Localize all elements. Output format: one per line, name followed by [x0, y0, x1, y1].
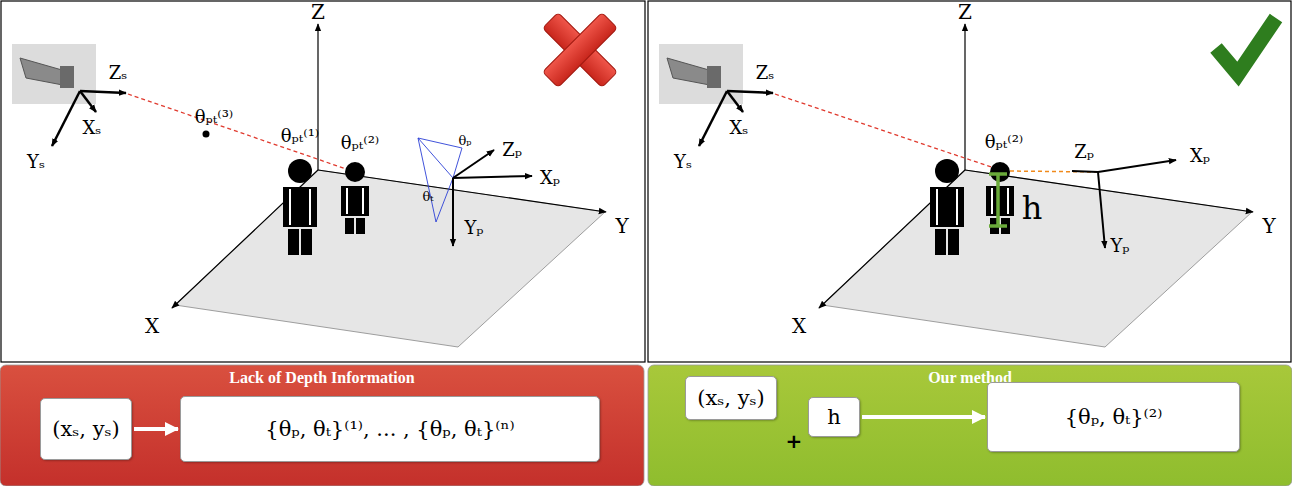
figure-label: θₚₜ⁽¹⁾: [281, 127, 320, 145]
figure-label: θₚₜ⁽²⁾: [341, 134, 380, 152]
band-ground: [0, 365, 644, 486]
flow-arrow: [862, 415, 985, 419]
figure-label: Xₚ: [540, 169, 560, 187]
figure-label: Yₛ: [27, 153, 45, 171]
method-band: Lack of Depth Information (xₛ, yₛ) {θₚ, θₜ…: [0, 365, 644, 486]
value-box: (xₛ, yₛ): [40, 398, 132, 460]
band-title: Lack of Depth Information: [0, 369, 644, 387]
panel-frame: [1, 1, 645, 362]
left-scene: [12, 13, 617, 347]
right-scene: [659, 18, 1276, 347]
figure-label: Zₚ: [502, 141, 522, 159]
figure-label: θₚ: [458, 134, 471, 147]
figure-label: h: [1022, 192, 1043, 224]
method-band: Our method(xₛ, yₛ)h{θₚ, θₜ}⁽²⁾: [648, 365, 1292, 486]
figure-label: Zₚ: [1074, 143, 1094, 161]
figure-label: Z: [311, 2, 325, 22]
plus-sign: +: [786, 431, 803, 451]
box-text: {θₚ, θₜ}⁽²⁾: [1065, 405, 1163, 429]
panel-frame: [648, 1, 1291, 362]
figure-label: θₚₜ⁽²⁾: [985, 133, 1024, 151]
flow-arrow: [134, 427, 178, 431]
band-grounds: [0, 365, 1292, 486]
value-box: (xₛ, yₛ): [685, 376, 777, 420]
figure-label: θₚₜ⁽³⁾: [195, 108, 234, 126]
figure-label: X: [792, 316, 806, 336]
band-ground: [648, 365, 1292, 486]
figure-label: Yₛ: [674, 153, 692, 171]
figure-label: Xₚ: [1190, 147, 1210, 165]
figure-label: Y: [615, 216, 628, 236]
box-text: {θₚ, θₜ}⁽¹⁾, ... , {θₚ, θₜ}⁽ⁿ⁾: [265, 417, 514, 441]
box-text: (xₛ, yₛ): [52, 417, 120, 441]
figure-label: Yₚ: [1110, 237, 1129, 255]
figure-label: θₜ: [422, 190, 433, 203]
value-box: h: [808, 397, 860, 437]
value-box: {θₚ, θₜ}⁽¹⁾, ... , {θₚ, θₜ}⁽ⁿ⁾: [180, 396, 600, 462]
box-text: h: [827, 405, 841, 429]
figure-label: Y: [1262, 216, 1275, 236]
figure-label: Xₛ: [83, 119, 102, 137]
box-text: (xₛ, yₛ): [697, 386, 765, 410]
figure-label: Xₛ: [730, 119, 749, 137]
figure-label: Z: [958, 2, 972, 22]
value-box: {θₚ, θₜ}⁽²⁾: [987, 382, 1240, 452]
figure-label: Zₛ: [109, 64, 128, 82]
figure-label: Yₚ: [464, 219, 483, 237]
figure-label: Zₛ: [756, 64, 775, 82]
figure-label: X: [145, 316, 159, 336]
